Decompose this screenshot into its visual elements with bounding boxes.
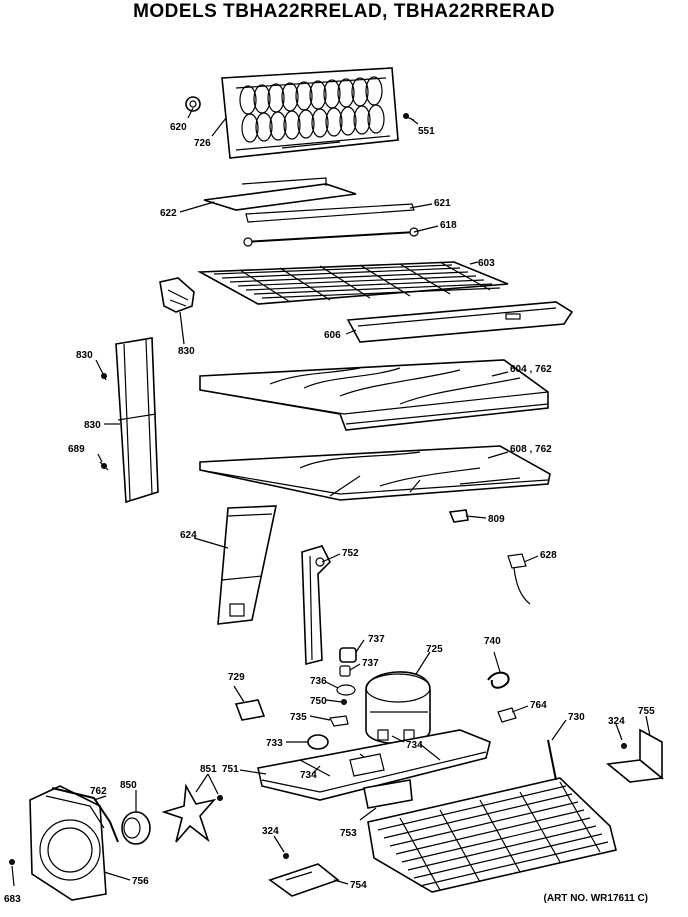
callout-734-a: 734 <box>406 740 423 751</box>
part-628-harness <box>507 553 531 605</box>
part-737-grommet-b <box>339 665 351 677</box>
part-830-screw <box>101 371 107 381</box>
part-689-screw <box>99 461 109 471</box>
callout-737-a: 737 <box>368 634 385 645</box>
part-620-grommet <box>185 96 201 112</box>
part-622-cover <box>203 177 357 211</box>
part-604-pan <box>199 359 549 431</box>
callout-735: 735 <box>290 712 307 723</box>
callout-324-b: 324 <box>262 826 279 837</box>
callout-740: 740 <box>484 636 501 647</box>
callout-754: 754 <box>350 880 367 891</box>
part-751-base <box>257 729 491 801</box>
part-624-duct <box>217 505 277 625</box>
callout-751: 751 <box>222 764 239 775</box>
part-621-bracket <box>245 203 415 223</box>
part-754-tray <box>268 863 340 897</box>
callout-764: 764 <box>530 700 547 711</box>
callout-606: 606 <box>324 330 341 341</box>
callout-850: 850 <box>120 780 137 791</box>
callout-753: 753 <box>340 828 357 839</box>
callout-851: 851 <box>200 764 217 775</box>
callout-737-b: 737 <box>362 658 379 669</box>
callout-809: 809 <box>488 514 505 525</box>
callout-736: 736 <box>310 676 327 687</box>
page-title: MODELS TBHA22RRELAD, TBHA22RRERAD <box>133 1 555 22</box>
part-753-bracket <box>363 779 413 809</box>
callout-762: 762 <box>90 786 107 797</box>
callout-830-side: 830 <box>84 420 101 431</box>
callout-729: 729 <box>228 672 245 683</box>
part-764-clamp <box>497 707 517 723</box>
callout-621: 621 <box>434 198 451 209</box>
part-735-clip <box>329 715 349 727</box>
part-730-condenser <box>367 739 617 893</box>
part-725-compressor <box>365 671 431 745</box>
callout-725: 725 <box>426 644 443 655</box>
part-756-shroud <box>29 785 107 901</box>
leader-lines <box>11 107 651 887</box>
part-830-side-bracket <box>115 337 159 504</box>
part-740-wire <box>487 671 510 689</box>
callout-733: 733 <box>266 738 283 749</box>
part-750-clip <box>341 699 347 705</box>
part-809-clip <box>448 509 469 523</box>
callout-756: 756 <box>132 876 149 887</box>
callout-683: 683 <box>4 894 21 905</box>
callout-622: 622 <box>160 208 177 219</box>
callout-755: 755 <box>638 706 655 717</box>
callout-752: 752 <box>342 548 359 559</box>
callout-734-b: 734 <box>300 770 317 781</box>
callout-730: 730 <box>568 712 585 723</box>
part-324-screw-a <box>621 743 627 749</box>
callout-830-screw: 830 <box>76 350 93 361</box>
callout-324-a: 324 <box>608 716 625 727</box>
part-618-rod <box>243 227 419 247</box>
part-551-screw <box>403 113 415 121</box>
part-606-rail <box>346 301 574 343</box>
part-324-screw-b <box>283 853 289 859</box>
callout-628: 628 <box>540 550 557 561</box>
callout-620: 620 <box>170 122 187 133</box>
art-number: (ART NO. WR17611 C) <box>543 893 648 904</box>
part-736-grommet <box>336 684 356 696</box>
callout-689: 689 <box>68 444 85 455</box>
callout-618: 618 <box>440 220 457 231</box>
callout-604-762: 604 , 762 <box>510 364 552 375</box>
part-726-coil <box>221 67 399 159</box>
part-762-gasket <box>45 787 119 843</box>
part-851-blade <box>161 783 223 843</box>
callout-551: 551 <box>418 126 435 137</box>
part-683-screw <box>9 859 15 865</box>
callout-labels: 620 726 551 622 621 618 603 606 830 830 … <box>4 122 655 905</box>
callout-750: 750 <box>310 696 327 707</box>
callout-624: 624 <box>180 530 197 541</box>
part-733-cap <box>307 734 329 750</box>
part-755-bracket <box>606 728 664 783</box>
part-737-grommet-a <box>339 647 357 663</box>
callout-603: 603 <box>478 258 495 269</box>
callout-608-762: 608 , 762 <box>510 444 552 455</box>
callout-726: 726 <box>194 138 211 149</box>
callout-830-bracket: 830 <box>178 346 195 357</box>
part-830-bracket <box>159 277 195 313</box>
part-608-pan <box>199 445 551 501</box>
part-850-motor <box>121 811 151 845</box>
part-729-relay <box>234 699 266 721</box>
part-603-grille <box>197 261 509 305</box>
part-752-brace <box>301 545 331 666</box>
